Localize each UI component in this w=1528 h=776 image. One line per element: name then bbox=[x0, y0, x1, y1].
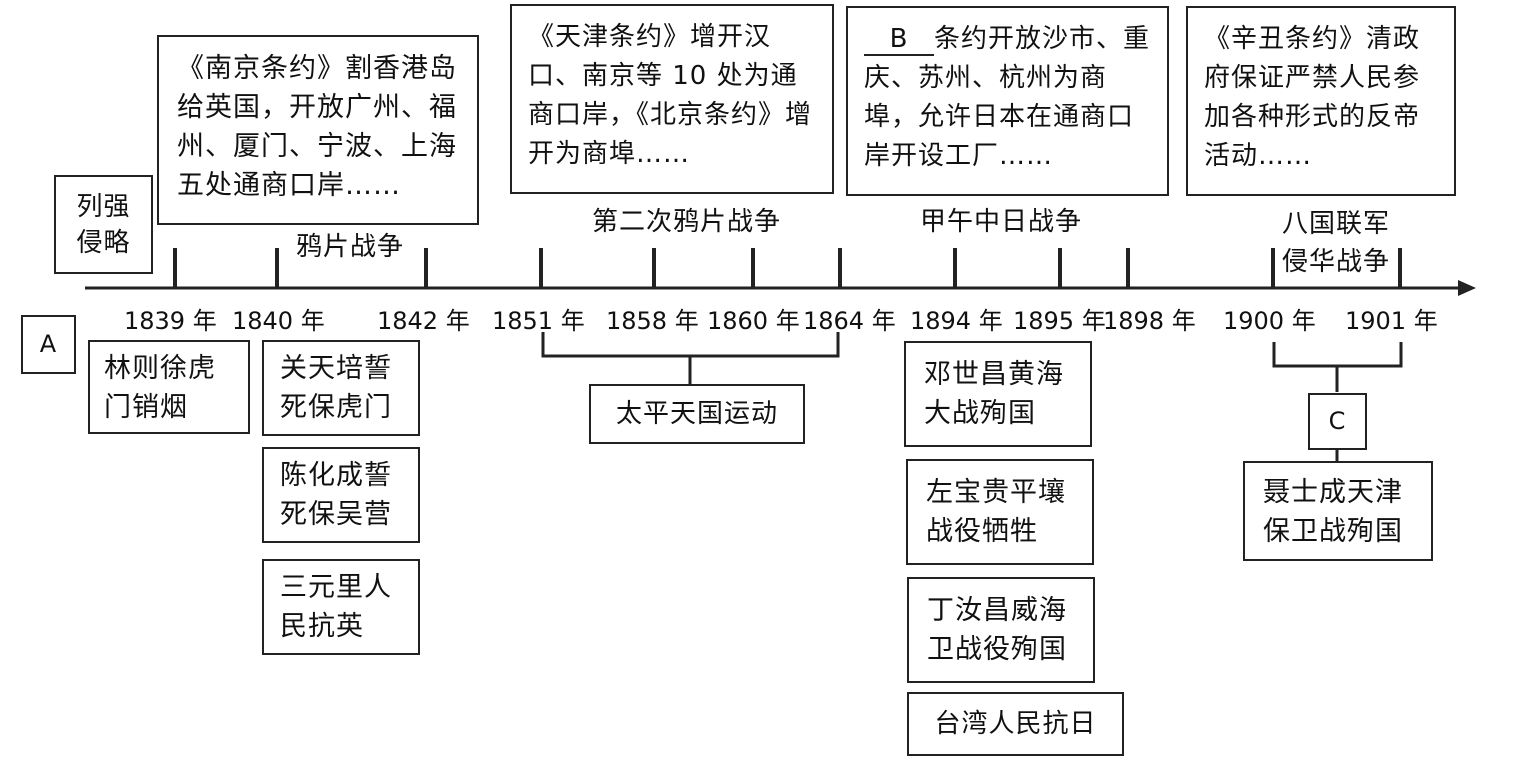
year-label: 1901 年 bbox=[1345, 307, 1438, 335]
brace-1900-1901 bbox=[1272, 342, 1403, 392]
year-label: 1894 年 bbox=[910, 307, 1003, 335]
sanyuanli-box: 三元里人民抗英 bbox=[262, 559, 420, 655]
zuo-baogui-box: 左宝贵平壤战役牺牲 bbox=[906, 459, 1094, 565]
war-eight-nation: 八国联军 侵华战争 bbox=[1282, 209, 1391, 277]
timeline-arrowhead bbox=[1458, 280, 1476, 296]
war-sino-japanese: 甲午中日战争 bbox=[920, 207, 1083, 237]
xinchou-treaty-box: 《辛丑条约》清政府保证严禁人民参加各种形式的反帝活动…… bbox=[1186, 6, 1456, 196]
year-label: 1858 年 bbox=[606, 307, 699, 335]
label-invasion-box: 列强 侵略 bbox=[54, 175, 153, 274]
year-label: 1895 年 bbox=[1013, 307, 1106, 335]
label-a-box: A bbox=[21, 315, 76, 374]
lin-zexu-box: 林则徐虎门销烟 bbox=[88, 340, 250, 434]
nanjing-treaty-box: 《南京条约》割香港岛给英国，开放广州、福州、厦门、宁波、上海五处通商口岸…… bbox=[157, 35, 479, 225]
label-c-box: C bbox=[1308, 393, 1367, 450]
tianjin-beijing-treaty-box: 《天津条约》增开汉口、南京等 10 处为通商口岸，《北京条约》增开为商埠…… bbox=[510, 4, 834, 194]
ding-ruchang-box: 丁汝昌威海卫战役殉国 bbox=[907, 577, 1095, 683]
war-opium: 鸦片战争 bbox=[296, 232, 405, 262]
year-label: 1840 年 bbox=[232, 307, 325, 335]
year-label: 1860 年 bbox=[707, 307, 800, 335]
year-label: 1864 年 bbox=[803, 307, 896, 335]
year-label: 1898 年 bbox=[1103, 307, 1196, 335]
taiwan-box: 台湾人民抗日 bbox=[907, 692, 1124, 756]
year-label: 1839 年 bbox=[124, 307, 217, 335]
year-label: 1842 年 bbox=[377, 307, 470, 335]
treaty-b-blank: B bbox=[864, 24, 934, 56]
year-label: 1851 年 bbox=[492, 307, 585, 335]
treaty-b-text: 条约开放沙市、重庆、苏州、杭州为商埠，允许日本在通商口岸开设工厂…… bbox=[864, 24, 1151, 171]
nie-shicheng-box: 聂士成天津保卫战殉国 bbox=[1243, 461, 1433, 561]
guan-tianpei-box: 关天培誓死保虎门 bbox=[262, 340, 420, 436]
timeline-ticks bbox=[173, 248, 1402, 288]
year-label: 1900 年 bbox=[1223, 307, 1316, 335]
deng-shichang-box: 邓世昌黄海大战殉国 bbox=[904, 341, 1092, 447]
taiping-box: 太平天国运动 bbox=[589, 384, 805, 444]
chen-huacheng-box: 陈化成誓死保吴营 bbox=[262, 447, 420, 543]
brace-taiping bbox=[541, 332, 840, 384]
war-second-opium: 第二次鸦片战争 bbox=[592, 207, 782, 237]
